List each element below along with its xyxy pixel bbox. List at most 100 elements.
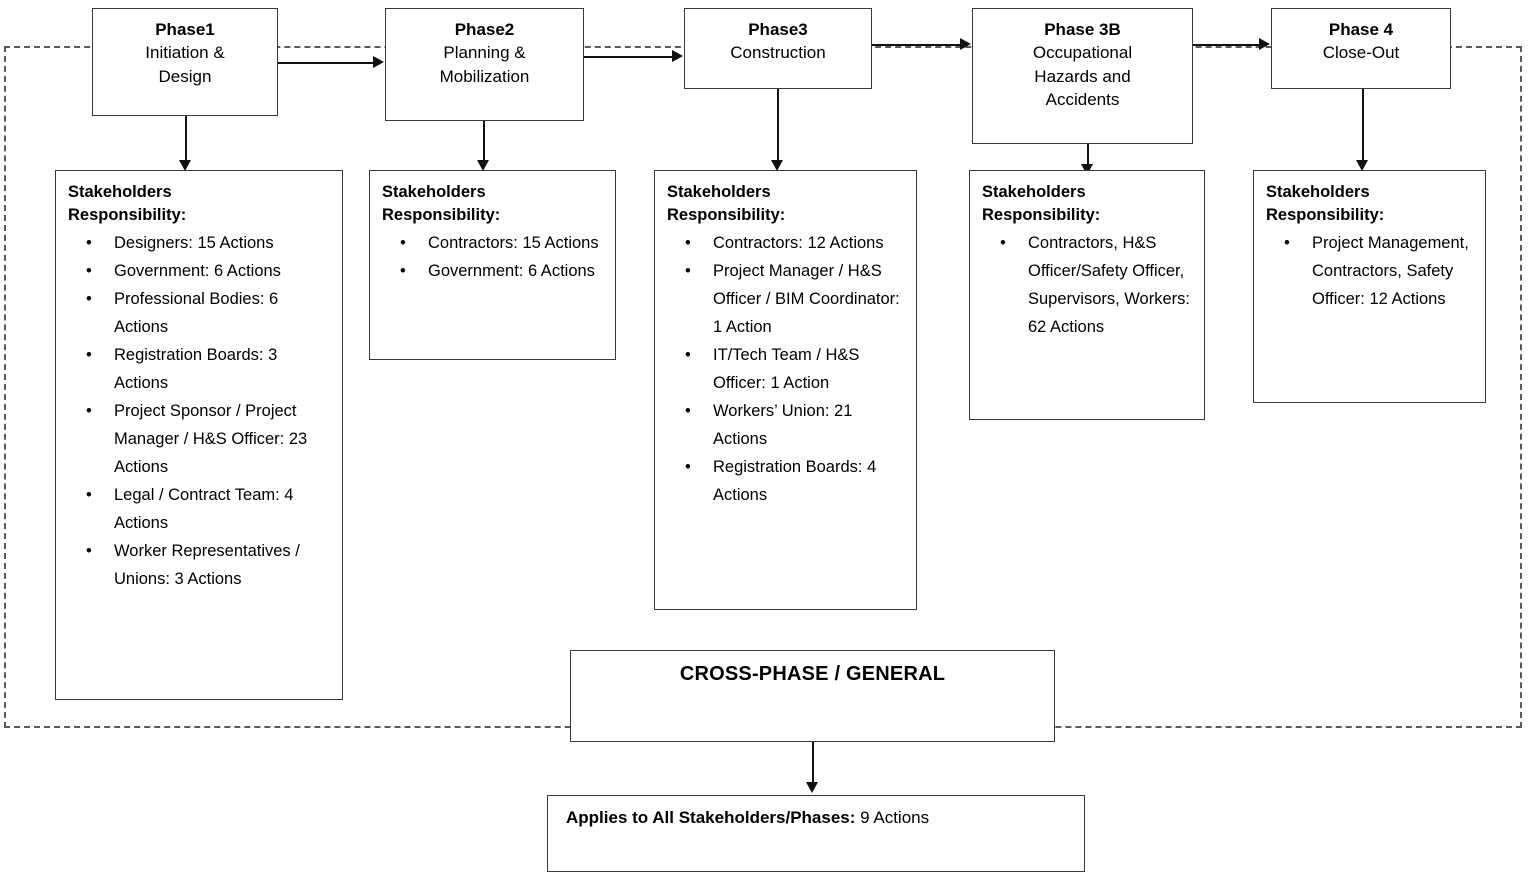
phase-subtitle: Close-Out: [1322, 43, 1400, 63]
stakeholders-list: • Project Management, Contractors, Safety…: [1266, 229, 1477, 313]
applies-to-all-box[interactable]: Applies to All Stakeholders/Phases: 9 Ac…: [547, 795, 1085, 872]
connector-phase3-to-phase3b: [872, 44, 961, 46]
list-item: • Professional Bodies: 6 Actions: [68, 285, 334, 341]
list-item-label: Contractors: 12 Actions: [713, 233, 884, 252]
bullet-icon: •: [685, 233, 691, 252]
phase-box-phase2[interactable]: Phase2 Planning & Mobilization: [385, 8, 584, 121]
arrow-head-phase3-to-phase3b: [960, 38, 971, 50]
list-item: • Workers’ Union: 21 Actions: [667, 397, 908, 453]
connector-phase2-to-phase3: [584, 56, 673, 58]
bullet-icon: •: [86, 233, 92, 252]
list-item-label: Government: 6 Actions: [428, 261, 595, 280]
arrow-head-phase3-stakeholders: [771, 160, 783, 171]
cross-phase-general-box[interactable]: CROSS-PHASE / GENERAL: [570, 650, 1055, 742]
stakeholders-heading: Stakeholders Responsibility:: [1266, 183, 1385, 225]
phase-subtitle: Planning & Mobilization: [439, 43, 530, 86]
list-item: • Registration Boards: 4 Actions: [667, 453, 908, 509]
list-item: • Government: 6 Actions: [382, 257, 607, 285]
connector-phase3b-to-phase4: [1193, 44, 1260, 46]
list-item: • Government: 6 Actions: [68, 257, 334, 285]
arrow-head-phase2-to-phase3: [672, 50, 683, 62]
arrow-head-phase4-stakeholders: [1356, 160, 1368, 171]
list-item-label: Project Manager / H&S Officer / BIM Coor…: [713, 261, 900, 336]
stakeholders-box-phase1[interactable]: Stakeholders Responsibility: • Designers:…: [55, 170, 343, 700]
stakeholders-box-phase2[interactable]: Stakeholders Responsibility: • Contractor…: [369, 170, 616, 360]
applies-to-all-label: Applies to All Stakeholders/Phases:: [566, 808, 856, 827]
list-item-label: Contractors: 15 Actions: [428, 233, 599, 252]
bullet-icon: •: [1284, 233, 1290, 252]
applies-to-all-line: Applies to All Stakeholders/Phases: 9 Ac…: [566, 808, 1084, 828]
phase-box-phase4[interactable]: Phase 4 Close-Out: [1271, 8, 1451, 89]
stakeholders-heading: Stakeholders Responsibility:: [982, 183, 1101, 225]
phase-title: Phase 3B: [1044, 20, 1121, 39]
list-item: • Contractors: 15 Actions: [382, 229, 607, 257]
arrow-head-phase3b-to-phase4: [1259, 38, 1270, 50]
bullet-icon: •: [86, 486, 92, 505]
list-item: • Project Manager / H&S Officer / BIM Coo…: [667, 257, 908, 341]
list-item-label: Government: 6 Actions: [114, 261, 281, 280]
bullet-icon: •: [685, 458, 691, 477]
stakeholders-list: • Contractors: 12 Actions • Project Manage…: [667, 229, 908, 509]
stakeholders-box-phase3[interactable]: Stakeholders Responsibility: • Contractor…: [654, 170, 917, 610]
list-item: • Project Management, Contractors, Safety…: [1266, 229, 1477, 313]
list-item-label: Legal / Contract Team: 4 Actions: [114, 486, 294, 533]
list-item-label: Workers’ Union: 21 Actions: [713, 402, 853, 449]
list-item-label: Contractors, H&S Officer/Safety Officer,…: [1028, 233, 1190, 336]
connector-phase4-to-stakeholders: [1362, 89, 1364, 164]
bullet-icon: •: [685, 402, 691, 421]
stakeholders-heading: Stakeholders Responsibility:: [68, 183, 187, 225]
bullet-icon: •: [685, 346, 691, 365]
connector-phase1-to-stakeholders: [185, 116, 187, 164]
arrow-head-phase2-stakeholders: [477, 160, 489, 171]
list-item: • Contractors, H&S Officer/Safety Officer…: [982, 229, 1196, 341]
bullet-icon: •: [400, 233, 406, 252]
bullet-icon: •: [685, 261, 691, 280]
list-item: • Designers: 15 Actions: [68, 229, 334, 257]
stakeholders-list: • Contractors, H&S Officer/Safety Officer…: [982, 229, 1196, 341]
stakeholders-heading: Stakeholders Responsibility:: [382, 183, 501, 225]
bullet-icon: •: [86, 402, 92, 421]
phase-title: Phase2: [454, 20, 515, 39]
bullet-icon: •: [86, 542, 92, 561]
bullet-icon: •: [86, 261, 92, 280]
connector-phase1-to-phase2: [278, 62, 374, 64]
phase-title: Phase1: [155, 20, 215, 39]
bullet-icon: •: [1000, 233, 1006, 252]
list-item: •Registration Boards: 3 Actions: [68, 341, 334, 397]
connector-crossphase-to-applies: [812, 742, 814, 786]
phase-title: Phase 4: [1328, 20, 1394, 39]
connector-phase2-to-stakeholders: [483, 121, 485, 164]
list-item: • Worker Representatives / Unions: 3 Acti…: [68, 537, 334, 593]
list-item-label: Professional Bodies: 6 Actions: [114, 289, 279, 336]
list-item-label: Project Management, Contractors, Safety …: [1312, 233, 1469, 308]
bullet-icon: •: [86, 289, 92, 308]
stakeholders-list: • Contractors: 15 Actions • Government: 6 …: [382, 229, 607, 285]
arrow-head-crossphase-applies: [806, 782, 818, 793]
phase-subtitle: Occupational Hazards and Accidents: [1032, 43, 1133, 110]
phase-subtitle: Initiation & Design: [145, 43, 225, 86]
list-item: • Legal / Contract Team: 4 Actions: [68, 481, 334, 537]
stakeholders-box-phase3b[interactable]: Stakeholders Responsibility: • Contractor…: [969, 170, 1205, 420]
phase-box-phase3b[interactable]: Phase 3B Occupational Hazards and Accide…: [972, 8, 1193, 144]
cross-phase-title: CROSS-PHASE / GENERAL: [679, 663, 946, 685]
bullet-icon: •: [86, 346, 92, 365]
list-item: • IT/Tech Team / H&S Officer: 1 Action: [667, 341, 908, 397]
stakeholders-box-phase4[interactable]: Stakeholders Responsibility: • Project Ma…: [1253, 170, 1486, 403]
phase-title: Phase3: [748, 20, 808, 39]
applies-to-all-value: 9 Actions: [855, 808, 930, 827]
bullet-icon: •: [400, 261, 406, 280]
list-item-label: IT/Tech Team / H&S Officer: 1 Action: [713, 346, 860, 393]
list-item-label: Designers: 15 Actions: [114, 233, 274, 252]
stakeholders-heading: Stakeholders Responsibility:: [667, 183, 786, 225]
phase-box-phase1[interactable]: Phase1 Initiation & Design: [92, 8, 278, 116]
arrow-head-phase1-to-phase2: [373, 56, 384, 68]
list-item-label: Registration Boards: 4 Actions: [713, 458, 877, 505]
list-item-label: Worker Representatives / Unions: 3 Actio…: [114, 542, 300, 589]
list-item: • Project Sponsor / Project Manager / H&S…: [68, 397, 334, 481]
connector-phase3b-to-stakeholders: [1087, 144, 1089, 169]
list-item-label: Project Sponsor / Project Manager / H&S …: [114, 402, 308, 477]
phase-subtitle: Construction: [730, 43, 826, 63]
stakeholders-list: • Designers: 15 Actions • Government: 6 Ac…: [68, 229, 334, 594]
phase-box-phase3[interactable]: Phase3 Construction: [684, 8, 872, 89]
